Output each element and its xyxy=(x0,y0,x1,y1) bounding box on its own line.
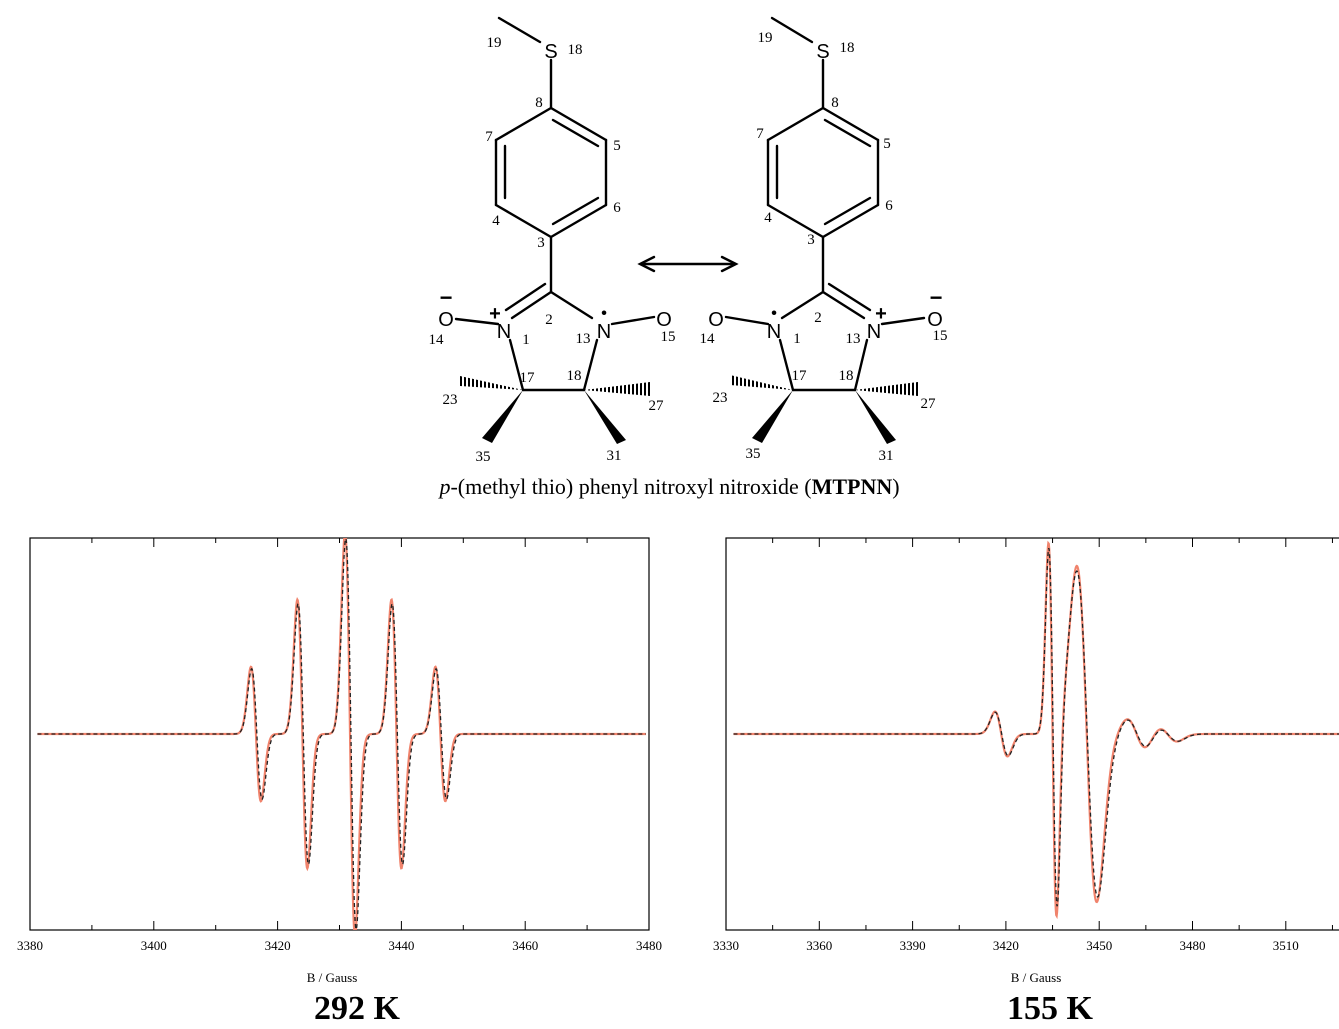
atom-nitrogen-1-left: N xyxy=(497,321,511,343)
atom-oxygen-14-left: O xyxy=(438,309,454,331)
atom-number-label: 35 xyxy=(746,446,761,462)
resonance-arrow xyxy=(637,255,739,273)
atom-oxygen-15-left: O xyxy=(656,309,672,331)
atom-number-label: 4 xyxy=(764,210,772,226)
minus-charge-right: − xyxy=(930,285,943,310)
atom-number-label: 27 xyxy=(649,398,665,414)
plus-charge-left: + xyxy=(489,303,501,325)
caption-suffix: ) xyxy=(892,474,900,499)
hash-bond-23-right xyxy=(730,375,793,390)
atom-number-label: 31 xyxy=(879,448,894,464)
right-resonance-structure xyxy=(724,16,926,392)
x-tick-label: 3360 xyxy=(806,938,832,953)
minus-charge-left: − xyxy=(440,285,453,310)
atom-number-label: 19 xyxy=(758,30,773,46)
atom-number-label: 14 xyxy=(429,332,445,348)
chart2-temperature: 155 K xyxy=(1007,990,1093,1027)
radical-dot-left: • xyxy=(601,305,607,322)
molecule-caption: p-(methyl thio) phenyl nitroxyl nitroxid… xyxy=(0,474,1339,500)
wedge-bond-31-right xyxy=(855,390,896,444)
chart1-temperature: 292 K xyxy=(314,990,400,1027)
atom-number-label: 23 xyxy=(443,392,458,408)
x-tick-label: 3480 xyxy=(636,938,662,953)
atom-number-label: 18 xyxy=(567,368,582,384)
atom-number-label: 27 xyxy=(921,396,937,412)
hash-bond-27-left xyxy=(584,382,650,396)
caption-abbrev: MTPNN xyxy=(811,474,893,499)
atom-number-label: 17 xyxy=(520,370,536,386)
epr-spectrum-292k: 3380 3400 3420 3440 3460 3480 xyxy=(17,537,662,953)
atom-number-label: 6 xyxy=(613,200,621,216)
hash-bond-27-right xyxy=(855,382,918,396)
atom-number-label: 1 xyxy=(793,331,801,347)
atom-sulfur-left: S xyxy=(544,41,557,63)
plus-charge-right: + xyxy=(875,303,887,325)
hash-bond-23-left xyxy=(460,376,523,390)
chart1-xlabel: B / Gauss xyxy=(306,970,358,985)
chart2-xlabel: B / Gauss xyxy=(1010,970,1062,985)
atom-number-label: 8 xyxy=(535,95,543,111)
wedge-bond-31-left xyxy=(584,390,626,444)
atom-numbers-left: 19 18 8 7 5 4 6 3 21 13 14 15 17 18 23 27 35 31 xyxy=(429,35,676,465)
epr-spectrum-155k: 3330 3360 3390 3420 3450 3480 3510 xyxy=(713,537,1339,953)
x-tick-label: 3390 xyxy=(900,938,926,953)
x-tick-label: 3460 xyxy=(512,938,538,953)
atom-number-label: 13 xyxy=(846,331,861,347)
atom-sulfur-right: S xyxy=(816,41,829,63)
x-tick-label: 3330 xyxy=(713,938,739,953)
atom-number-label: 31 xyxy=(607,448,622,464)
atom-nitrogen-1-right: N xyxy=(767,321,781,343)
x-tick-label: 3480 xyxy=(1180,938,1206,953)
radical-dot-right: • xyxy=(771,305,777,322)
atom-number-label: 8 xyxy=(831,95,839,111)
atom-number-label: 3 xyxy=(537,235,545,251)
atom-numbers-right: 19 18 8 7 5 4 6 3 21 13 14 15 17 18 23 27 35 31 xyxy=(700,30,948,464)
atom-number-label: 5 xyxy=(883,136,891,152)
atom-number-label: 14 xyxy=(700,331,716,347)
atom-nitrogen-13-right: N xyxy=(867,321,881,343)
wedge-bond-35-right xyxy=(752,390,793,443)
atom-number-label: 35 xyxy=(476,449,491,465)
experimental-spectrum-line xyxy=(733,548,1339,907)
x-tick-label: 3510 xyxy=(1273,938,1299,953)
atom-number-label: 7 xyxy=(756,126,764,142)
x-tick-label: 3400 xyxy=(141,938,167,953)
atom-number-label: 2 xyxy=(814,310,822,326)
plot-frame xyxy=(725,537,1339,931)
atom-number-label: 5 xyxy=(613,138,621,154)
atom-number-label: 6 xyxy=(885,198,893,214)
atom-number-label: 18 xyxy=(840,40,855,56)
x-tick-label: 3420 xyxy=(993,938,1019,953)
atom-number-label: 19 xyxy=(487,35,502,51)
atom-oxygen-15-right: O xyxy=(927,309,943,331)
left-resonance-structure xyxy=(454,16,656,392)
atom-number-label: 18 xyxy=(568,42,583,58)
atom-number-label: 13 xyxy=(576,331,591,347)
x-tick-label: 3450 xyxy=(1086,938,1112,953)
x-tick-label: 3420 xyxy=(265,938,291,953)
atom-number-label: 1 xyxy=(522,332,530,348)
atom-number-label: 18 xyxy=(839,368,854,384)
wedge-bond-35-left xyxy=(482,390,523,443)
atom-number-label: 23 xyxy=(713,390,728,406)
simulated-spectrum-line xyxy=(733,540,1339,920)
atom-number-label: 4 xyxy=(492,213,500,229)
caption-name: (methyl thio) phenyl nitroxyl nitroxide … xyxy=(457,474,812,499)
atom-number-label: 2 xyxy=(545,312,553,328)
atom-number-label: 17 xyxy=(792,368,808,384)
atom-nitrogen-13-left: N xyxy=(597,321,611,343)
atom-number-label: 15 xyxy=(661,329,676,345)
x-tick-label: 3380 xyxy=(17,938,43,953)
experimental-spectrum-line xyxy=(37,538,646,930)
caption-prefix: p- xyxy=(439,474,458,499)
atom-oxygen-14-right: O xyxy=(708,309,724,331)
atom-number-label: 3 xyxy=(807,232,815,248)
atom-number-label: 15 xyxy=(933,328,948,344)
x-tick-label: 3440 xyxy=(388,938,414,953)
atom-number-label: 7 xyxy=(485,129,493,145)
